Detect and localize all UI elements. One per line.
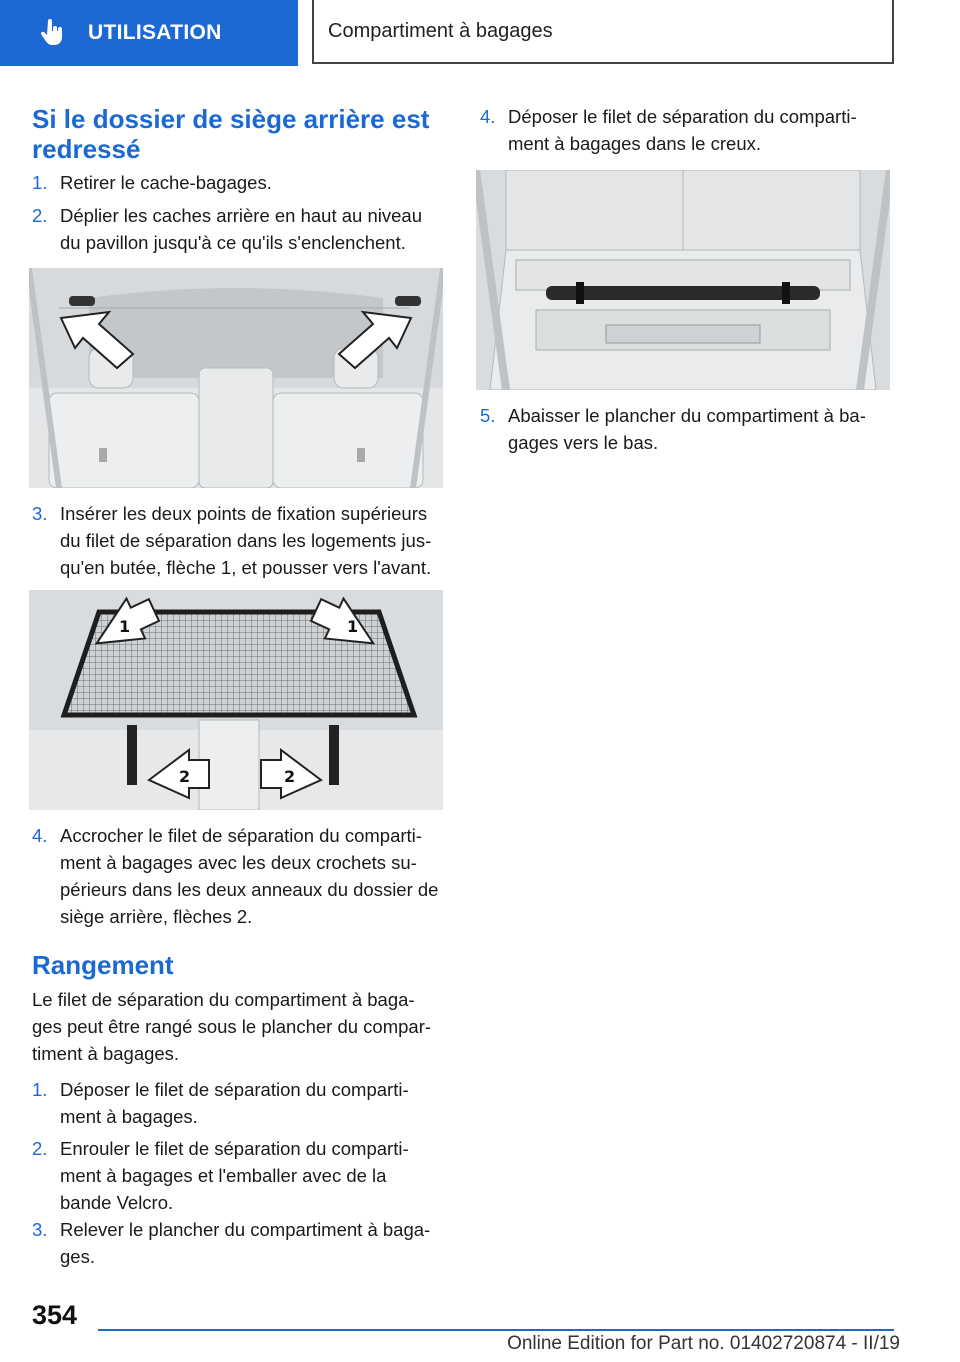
arrow-label-1-left: 1 xyxy=(119,617,130,636)
step-text: Déplier les caches arrière en haut au ni… xyxy=(60,205,422,253)
step-number: 3. xyxy=(32,503,48,524)
step-text: Insérer les deux points de fixation supé… xyxy=(60,503,432,578)
hand-pointer-icon xyxy=(38,19,66,47)
heading-storage: Rangement xyxy=(32,950,174,980)
footer-divider xyxy=(98,1329,894,1331)
page-number: 354 xyxy=(32,1300,78,1330)
step-text: Accrocher le filet de séparation du comp… xyxy=(60,825,439,927)
step-r4: 4. Déposer le filet de séparation du com… xyxy=(480,103,900,157)
step-text: Enrouler le filet de séparation du compa… xyxy=(60,1138,409,1213)
step-number: 1. xyxy=(32,1079,48,1100)
step-number: 2. xyxy=(32,1138,48,1159)
step-text: Relever le plancher du compartiment à ba… xyxy=(60,1219,431,1267)
heading-line-1: Si le dossier de siège arrière est xyxy=(32,104,430,134)
chapter-header: Compartiment à bagages xyxy=(312,0,894,64)
step-number: 1. xyxy=(32,172,48,193)
step-text: Retirer le cache-bagages. xyxy=(60,172,272,193)
arrow-label-1-right: 1 xyxy=(347,617,358,636)
step-number: 4. xyxy=(32,825,48,846)
step-a1: 1. Retirer le cache-bagages. xyxy=(32,169,452,196)
step-a3: 3. Insérer les deux points de fixation s… xyxy=(32,500,452,581)
step-number: 3. xyxy=(32,1219,48,1240)
step-text: Déposer le filet de séparation du compar… xyxy=(60,1079,409,1127)
arrow-label-2-right: 2 xyxy=(284,767,295,786)
heading-line-2: redressé xyxy=(32,134,141,164)
step-r5: 5. Abaisser le plancher du compartiment … xyxy=(480,402,900,456)
edition-text: Online Edition for Part no. 01402720874 … xyxy=(507,1333,900,1354)
chapter-label: Compartiment à bagages xyxy=(328,19,553,42)
step-text: Abaisser le plancher du compartiment à b… xyxy=(508,405,866,453)
figure-trunk-floor-recess xyxy=(476,170,890,390)
step-b1: 1. Déposer le filet de séparation du com… xyxy=(32,1076,452,1130)
step-number: 4. xyxy=(480,106,496,127)
arrow-label-2-left: 2 xyxy=(179,767,190,786)
figure-trunk-covers xyxy=(29,268,443,488)
heading-rear-seat-upright: Si le dossier de siège arrière est redre… xyxy=(32,104,429,164)
step-a4: 4. Accrocher le filet de séparation du c… xyxy=(32,822,452,930)
storage-paragraph: Le filet de séparation du compartiment à… xyxy=(32,989,432,1064)
step-text: Déposer le filet de séparation du compar… xyxy=(508,106,857,154)
section-label: UTILISATION xyxy=(88,21,222,44)
section-tab[interactable]: UTILISATION xyxy=(0,0,298,66)
figure-partition-net: 1 1 2 2 xyxy=(29,590,443,810)
step-b2: 2. Enrouler le filet de séparation du co… xyxy=(32,1135,452,1216)
step-number: 2. xyxy=(32,205,48,226)
step-number: 5. xyxy=(480,405,496,426)
step-a2: 2. Déplier les caches arrière en haut au… xyxy=(32,202,452,256)
step-b3: 3. Relever le plancher du compartiment à… xyxy=(32,1216,452,1270)
